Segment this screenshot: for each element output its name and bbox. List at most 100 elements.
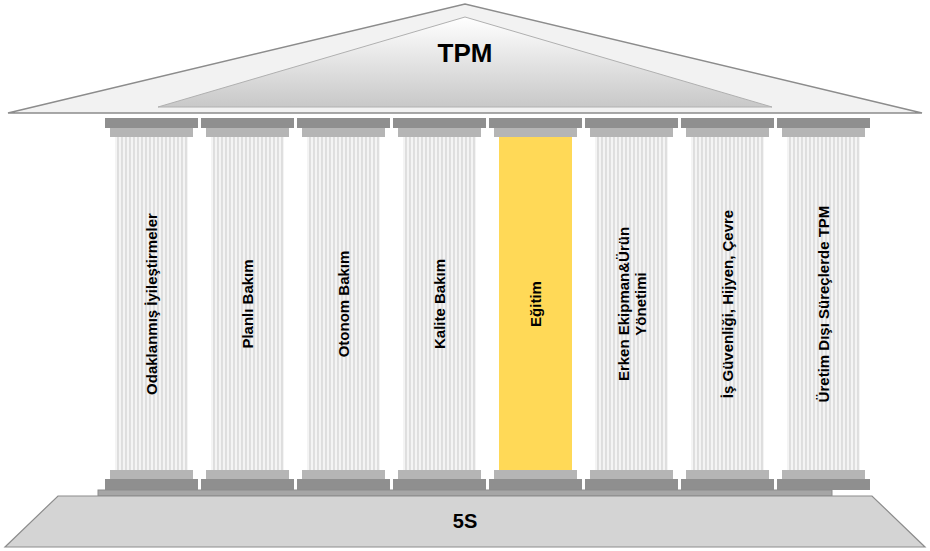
- pillar-flute: [714, 137, 715, 470]
- pillar-base: [681, 479, 774, 490]
- pillar-flute: [750, 137, 751, 470]
- pillar-flute: [282, 137, 283, 470]
- pillar-base-upper: [590, 470, 673, 479]
- pillar-capital-lower: [782, 128, 865, 137]
- pillar-shaft: [211, 137, 284, 470]
- pillar-capital: [681, 118, 774, 128]
- pillar-flute: [130, 137, 131, 470]
- pillar-capital-lower: [590, 128, 673, 137]
- pillar-flute: [718, 137, 719, 470]
- pillar-shaft: [115, 137, 188, 470]
- pillar-flute: [810, 137, 811, 470]
- pillar-flute: [358, 137, 359, 470]
- pillar-flute: [126, 137, 127, 470]
- pillar-flute: [738, 137, 739, 470]
- pillar-capital: [201, 118, 294, 128]
- pillar-capital: [105, 118, 198, 128]
- pillar-flute: [310, 137, 311, 470]
- pillar-flute: [430, 137, 431, 470]
- pillar-base-upper: [206, 470, 289, 479]
- pillar-flute: [178, 137, 179, 470]
- pillar-base: [585, 479, 678, 490]
- pillar-base-upper: [494, 470, 577, 479]
- pillar-shaft: [595, 137, 668, 470]
- pillar-flute: [850, 137, 851, 470]
- pillar-flute: [466, 137, 467, 470]
- temple-pillar: Planlı Bakım: [201, 118, 294, 490]
- pillar-flute: [182, 137, 183, 470]
- pillar-flute: [378, 137, 379, 470]
- pillar-flute: [806, 137, 807, 470]
- pillar-base: [201, 479, 294, 490]
- pillar-flute: [222, 137, 223, 470]
- pillar-flute: [602, 137, 603, 470]
- pillar-flute: [170, 137, 171, 470]
- temple-base: 5S: [3, 490, 927, 548]
- pillar-flute: [838, 137, 839, 470]
- pillar-flute: [274, 137, 275, 470]
- pillar-flute: [698, 137, 699, 470]
- pillar-flute: [834, 137, 835, 470]
- pillar-flute: [458, 137, 459, 470]
- pillar-capital-lower: [206, 128, 289, 137]
- pillar-flute: [370, 137, 371, 470]
- pillar-base: [297, 479, 390, 490]
- pillar-flute: [694, 137, 695, 470]
- pillar-flute: [266, 137, 267, 470]
- pillar-flute: [706, 137, 707, 470]
- pillar-base-upper: [398, 470, 481, 479]
- pillar-base: [105, 479, 198, 490]
- pillar-flute: [470, 137, 471, 470]
- pillar-shaft: [691, 137, 764, 470]
- pillar-flute: [702, 137, 703, 470]
- pillar-flute: [754, 137, 755, 470]
- pillar-flute: [606, 137, 607, 470]
- pillar-flute: [226, 137, 227, 470]
- pillar-flute: [710, 137, 711, 470]
- pillar-flute: [326, 137, 327, 470]
- pillar-shaft: [787, 137, 860, 470]
- temple-pillar: Eğitim: [489, 118, 582, 490]
- pillar-flute: [238, 137, 239, 470]
- pillar-flute: [322, 137, 323, 470]
- pillar-flute: [374, 137, 375, 470]
- temple-pillar: İş Güvenliği, Hijyen, Çevre: [681, 118, 774, 490]
- pillar-capital: [297, 118, 390, 128]
- pillar-base: [393, 479, 486, 490]
- pillar-capital: [393, 118, 486, 128]
- pillar-flute: [186, 137, 187, 470]
- temple-roof: TPM: [8, 3, 922, 115]
- pillar-flute: [598, 137, 599, 470]
- pillar-flute: [366, 137, 367, 470]
- pillar-base-upper: [302, 470, 385, 479]
- pillar-flute: [234, 137, 235, 470]
- pillar-flute: [802, 137, 803, 470]
- pillar-flute: [122, 137, 123, 470]
- temple-pillar: Kalite Bakım: [393, 118, 486, 490]
- roof-outline: [8, 4, 922, 113]
- pillar-base-upper: [782, 470, 865, 479]
- pillar-flute: [166, 137, 167, 470]
- pillar-label: Üretim Dışı Süreçlerde TPM: [815, 204, 832, 404]
- pillar-flute: [230, 137, 231, 470]
- pillar-flute: [330, 137, 331, 470]
- pillar-capital-lower: [686, 128, 769, 137]
- pillar-flute: [842, 137, 843, 470]
- pillar-flute: [118, 137, 119, 470]
- temple-pillar: Erken Ekipman&Ürün Yönetimi: [585, 118, 678, 490]
- pillar-flute: [658, 137, 659, 470]
- pillar-base: [489, 479, 582, 490]
- pillar-flute: [162, 137, 163, 470]
- pillar-flute: [746, 137, 747, 470]
- pillar-base: [777, 479, 870, 490]
- pillar-flute: [654, 137, 655, 470]
- pillar-flute: [462, 137, 463, 470]
- pillar-flute: [410, 137, 411, 470]
- temple-pillar: Otonom Bakım: [297, 118, 390, 490]
- pillar-label: Erken Ekipman&Ürün Yönetimi: [614, 204, 649, 404]
- pillar-flute: [422, 137, 423, 470]
- pillar-flute: [414, 137, 415, 470]
- pillar-flute: [650, 137, 651, 470]
- base-step: [98, 490, 832, 496]
